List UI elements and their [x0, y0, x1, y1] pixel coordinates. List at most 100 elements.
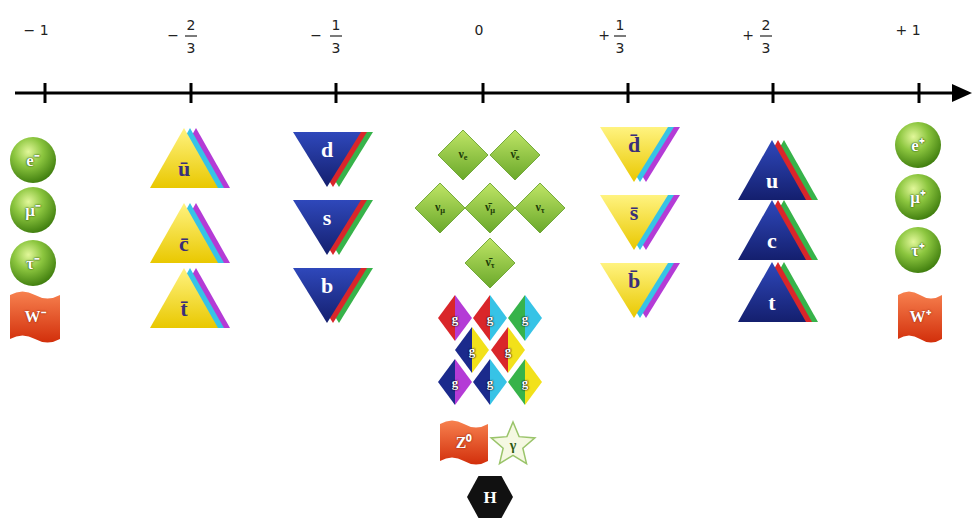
charge-value: + 1: [895, 23, 920, 37]
quark-triangle: u: [738, 140, 818, 200]
particle-symbol: b̄: [628, 268, 640, 293]
particle-label: s̄: [630, 202, 639, 224]
particle-label: g: [505, 344, 512, 357]
particle-symbol: g: [452, 375, 459, 390]
axis-ticks: [45, 83, 919, 103]
particle-symbol: ν: [458, 147, 463, 161]
particle-label: H: [483, 489, 496, 506]
particle-label: g: [522, 312, 529, 325]
particle-symbol: W⁻: [25, 308, 46, 325]
particle-symbol: τ⁺: [911, 241, 925, 260]
particle-symbol: g: [522, 375, 529, 390]
quark-triangle: d: [293, 132, 373, 187]
particle-label: Z⁰: [456, 435, 473, 451]
gluon-diamond: g: [508, 359, 542, 405]
particle-symbol: t: [768, 290, 775, 315]
particle-symbol: e⁻: [26, 151, 40, 170]
lepton-circle: μ⁺: [894, 173, 942, 221]
neutrino-diamond: ν̄e: [490, 130, 540, 180]
charge-value: −: [167, 28, 179, 42]
particle-symbol: W⁺: [910, 308, 931, 325]
charge-value: 3: [187, 41, 196, 55]
charge-value: 2: [187, 18, 196, 32]
lepton-circle: e⁺: [894, 121, 942, 169]
charge-value: +: [742, 28, 754, 42]
particle-label: ν̄e: [510, 148, 519, 163]
lepton-circle: μ⁻: [9, 186, 57, 234]
particle-label: t: [768, 292, 775, 314]
particle-label: b̄: [628, 270, 640, 292]
quark-triangle: s̄: [600, 195, 680, 250]
quark-triangle: t: [738, 262, 818, 322]
charge-value: − 1: [23, 23, 48, 37]
photon-star: γ: [490, 420, 536, 466]
particle-symbol: ν̄: [485, 200, 490, 214]
particle-shape: [293, 132, 373, 187]
quark-triangle: ū: [150, 128, 230, 188]
particle-label: ντ: [535, 201, 544, 216]
axis-line: [15, 92, 955, 95]
lepton-circle: τ⁺: [894, 226, 942, 274]
particle-shape: [600, 127, 680, 182]
neutrino-diamond: νμ: [415, 183, 465, 233]
particle-shape: [738, 140, 818, 200]
particle-shape: [150, 128, 230, 188]
particle-symbol: g: [487, 311, 494, 326]
particle-shape: [150, 203, 230, 263]
particle-label: e⁻: [26, 152, 40, 169]
particle-label: W⁻: [25, 309, 46, 325]
particle-label: d̄: [628, 134, 640, 156]
particle-label: τ⁻: [26, 255, 40, 272]
particle-label: τ⁺: [911, 242, 925, 259]
particle-symbol: μ⁺: [910, 188, 926, 207]
particle-label: g: [452, 312, 459, 325]
particle-label: g: [452, 376, 459, 389]
particle-label: c: [767, 230, 777, 252]
particle-label: g: [469, 344, 476, 357]
particle-symbol: ū: [178, 156, 190, 181]
particle-shape: [600, 195, 680, 250]
particle-label: ν̄τ: [485, 256, 494, 271]
particle-shape: [415, 183, 465, 233]
charge-value: 3: [762, 41, 771, 55]
charge-value: 2: [762, 18, 771, 32]
quark-triangle: c̄: [150, 203, 230, 263]
particle-symbol: c: [767, 228, 777, 253]
particle-symbol: t̄: [180, 296, 187, 321]
particle-label: c̄: [179, 233, 189, 255]
particle-symbol: γ: [510, 438, 517, 453]
quark-triangle: b: [293, 268, 373, 323]
flavour-subscript: μ: [490, 206, 495, 215]
quark-triangle: d̄: [600, 127, 680, 182]
particle-label: νμ: [435, 201, 445, 216]
particle-symbol: s: [323, 205, 332, 230]
charge-value: 3: [332, 41, 341, 55]
particle-symbol: H: [483, 488, 496, 507]
neutrino-diamond: ν̄τ: [465, 238, 515, 288]
charge-value: −: [310, 28, 322, 42]
particle-symbol: d̄: [628, 132, 640, 157]
charge-value: 0: [475, 23, 484, 37]
particle-label: u: [766, 170, 778, 192]
neutrino-diamond: ντ: [515, 183, 565, 233]
particle-label: μ⁺: [910, 189, 926, 206]
particle-label: γ: [510, 439, 517, 453]
particle-label: νe: [458, 148, 467, 163]
boson-flag: W⁺: [898, 291, 942, 343]
particle-shape: [150, 268, 230, 328]
charge-value: 3: [616, 41, 625, 55]
particle-label: ū: [178, 158, 190, 180]
particle-symbol: s̄: [630, 200, 639, 225]
neutrino-diamond: νe: [438, 130, 488, 180]
gluon-diamond: g: [473, 295, 507, 341]
quark-triangle: s: [293, 200, 373, 255]
particle-symbol: ν: [435, 200, 440, 214]
particle-label: ν̄μ: [485, 201, 495, 216]
particle-label: g: [487, 376, 494, 389]
particle-symbol: Z⁰: [456, 434, 473, 451]
particle-symbol: τ⁻: [26, 254, 40, 273]
charge-value: 1: [332, 18, 341, 32]
particle-shape: [293, 200, 373, 255]
quark-triangle: c: [738, 200, 818, 260]
charge-value: 1: [616, 18, 625, 32]
